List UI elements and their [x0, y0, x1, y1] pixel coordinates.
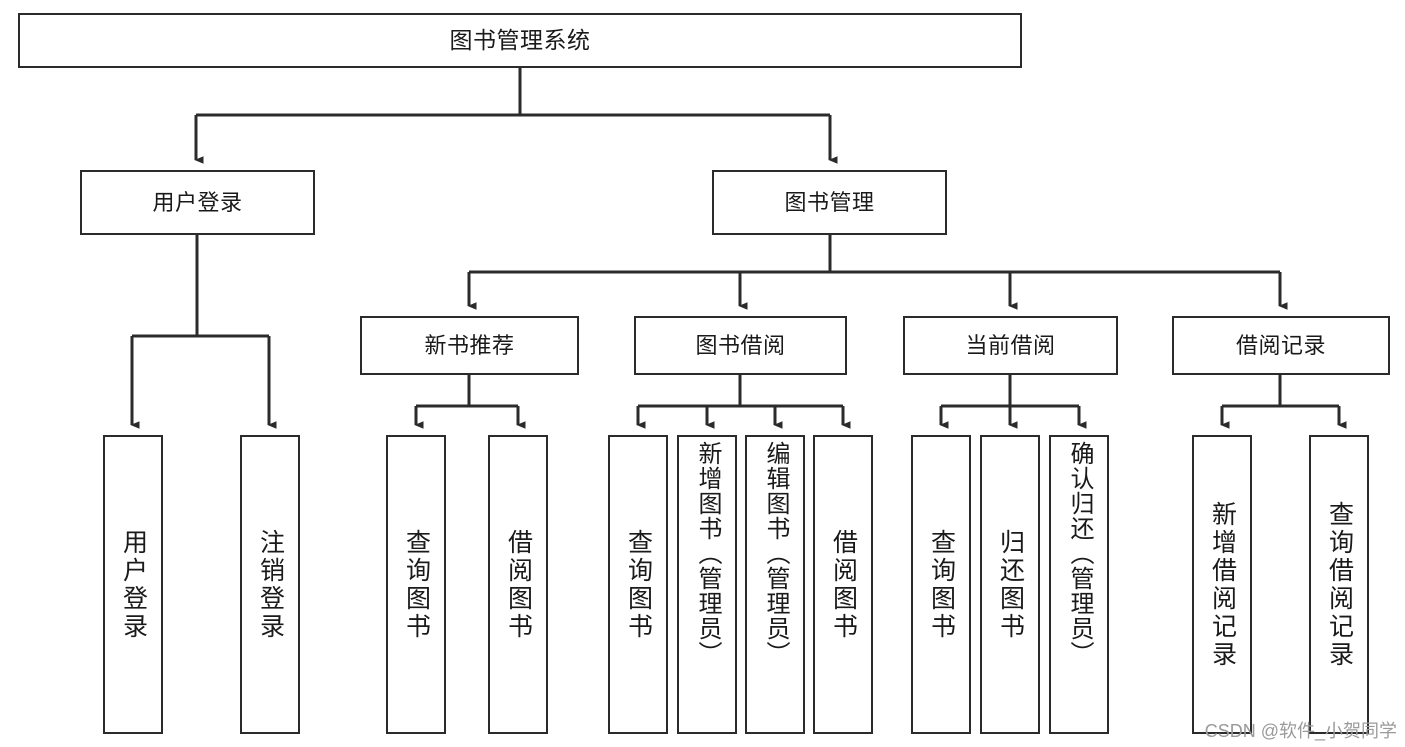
node-book-management[interactable]: 图书管理 [712, 170, 947, 235]
leaf-query-book-borrow[interactable]: 查询图书 [608, 435, 668, 734]
node-label: 编辑图书（管理员） [761, 441, 789, 666]
node-book-borrow[interactable]: 图书借阅 [634, 316, 847, 375]
node-label: 新增借阅记录 [1208, 500, 1237, 669]
leaf-return-book[interactable]: 归还图书 [980, 435, 1040, 734]
node-label: 图书管理 [784, 189, 875, 215]
node-label: 查询图书 [927, 528, 956, 641]
node-label: 新书推荐 [424, 332, 515, 358]
leaf-borrow-book[interactable]: 借阅图书 [813, 435, 873, 734]
node-current-borrow[interactable]: 当前借阅 [903, 316, 1118, 375]
node-label: 用户登录 [119, 528, 148, 641]
node-label: 图书借阅 [695, 332, 786, 358]
node-label: 图书管理系统 [449, 27, 591, 53]
watermark-text: CSDN @软件_小贺同学 [1204, 721, 1397, 741]
leaf-add-book-admin[interactable]: 新增图书（管理员） [677, 435, 737, 734]
leaf-borrow-book-recommend[interactable]: 借阅图书 [488, 435, 548, 734]
leaf-add-borrow-record[interactable]: 新增借阅记录 [1192, 435, 1252, 734]
node-label: 确认归还（管理员） [1065, 441, 1093, 666]
node-label: 借阅图书 [829, 528, 858, 641]
node-label: 用户登录 [152, 189, 243, 215]
leaf-confirm-return-admin[interactable]: 确认归还（管理员） [1049, 435, 1109, 734]
node-label: 注销登录 [256, 528, 285, 641]
node-label: 新增图书（管理员） [693, 441, 721, 666]
node-label: 查询借阅记录 [1325, 500, 1354, 669]
node-label: 当前借阅 [965, 332, 1056, 358]
leaf-edit-book-admin[interactable]: 编辑图书（管理员） [745, 435, 805, 734]
node-user-login[interactable]: 用户登录 [80, 170, 315, 235]
leaf-user-login[interactable]: 用户登录 [103, 435, 163, 734]
node-label: 借阅图书 [504, 528, 533, 641]
node-root-system[interactable]: 图书管理系统 [18, 13, 1022, 68]
node-borrow-record[interactable]: 借阅记录 [1172, 316, 1390, 375]
leaf-query-book-current[interactable]: 查询图书 [911, 435, 971, 734]
node-label: 查询图书 [624, 528, 653, 641]
node-label: 归还图书 [996, 528, 1025, 641]
node-label: 借阅记录 [1235, 332, 1326, 358]
leaf-query-borrow-record[interactable]: 查询借阅记录 [1309, 435, 1369, 734]
leaf-query-book-recommend[interactable]: 查询图书 [386, 435, 446, 734]
leaf-logout[interactable]: 注销登录 [240, 435, 300, 734]
node-label: 查询图书 [402, 528, 431, 641]
node-new-book-recommend[interactable]: 新书推荐 [360, 316, 579, 375]
